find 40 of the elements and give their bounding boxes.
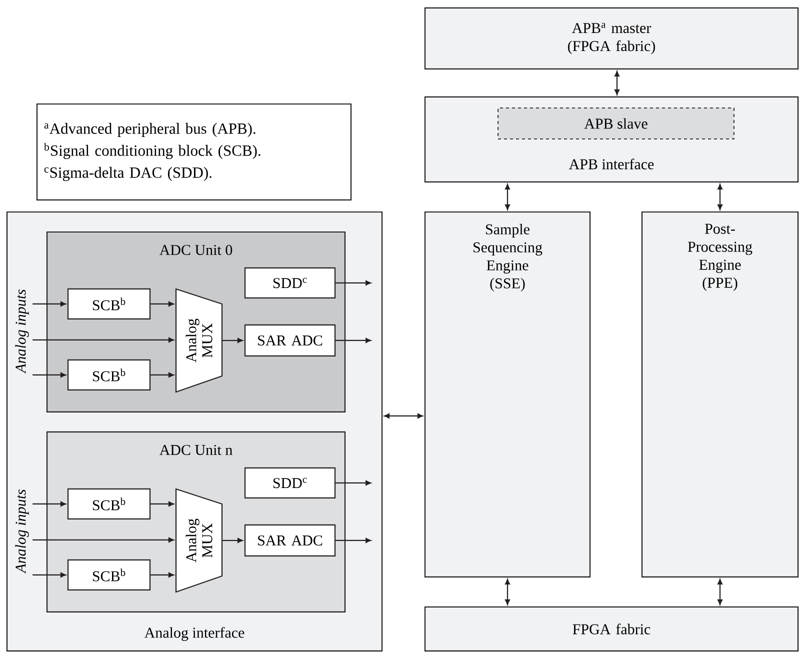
rotated-label: Analog inputs xyxy=(15,290,29,374)
arrow xyxy=(150,301,174,306)
arrow xyxy=(32,572,66,578)
arrow xyxy=(222,338,244,343)
arrow xyxy=(222,538,244,543)
arrow xyxy=(384,413,423,418)
rotated-label: Analog inputs xyxy=(15,490,29,574)
arrow xyxy=(32,501,66,506)
arrow xyxy=(336,280,372,286)
block-box: SCB$^{b}$ xyxy=(67,359,151,391)
engine-box: Post-Processing Engine (PPE) xyxy=(641,211,799,578)
block-box: SDD$^{c}$ xyxy=(244,467,336,499)
block-box: SCB$^{b}$ xyxy=(67,488,151,520)
arrow xyxy=(32,372,66,378)
arrow xyxy=(336,480,372,486)
arrow xyxy=(504,579,510,605)
block-box: SCB$^{b}$ xyxy=(67,288,151,320)
footnote-box: $^{a}$Advanced peripheral bus (APB). $^{b}$Signal conditioning block (SCB). $^{c}$Sigma-delta DAC (SDD). xyxy=(36,103,352,201)
arrow xyxy=(336,538,372,543)
block-box: SCB$^{b}$ xyxy=(67,559,151,591)
arrow xyxy=(717,184,723,210)
block-box: SDD$^{c}$ xyxy=(244,267,336,299)
arrow xyxy=(150,501,174,506)
multiplexer-trapezoid: Analog MUX xyxy=(175,488,223,593)
arrow xyxy=(150,572,174,578)
block-box: FPGA fabric xyxy=(424,606,799,652)
arrow xyxy=(32,537,174,542)
arrow xyxy=(504,184,510,210)
block-box: SAR ADC xyxy=(244,524,336,557)
arrow xyxy=(717,579,723,605)
block-box: SAR ADC xyxy=(244,324,336,357)
arrow xyxy=(32,301,66,306)
block-box: APB$^{a}$ master (FPGA fabric) xyxy=(424,7,799,70)
arrow xyxy=(150,372,174,378)
multiplexer-trapezoid: Analog MUX xyxy=(175,288,223,393)
arrow xyxy=(614,71,620,95)
dashed-box: APB slave xyxy=(498,108,734,140)
arrow xyxy=(32,337,174,342)
arrow xyxy=(336,338,372,343)
engine-box: Sample Sequencing Engine (SSE) xyxy=(424,211,591,578)
